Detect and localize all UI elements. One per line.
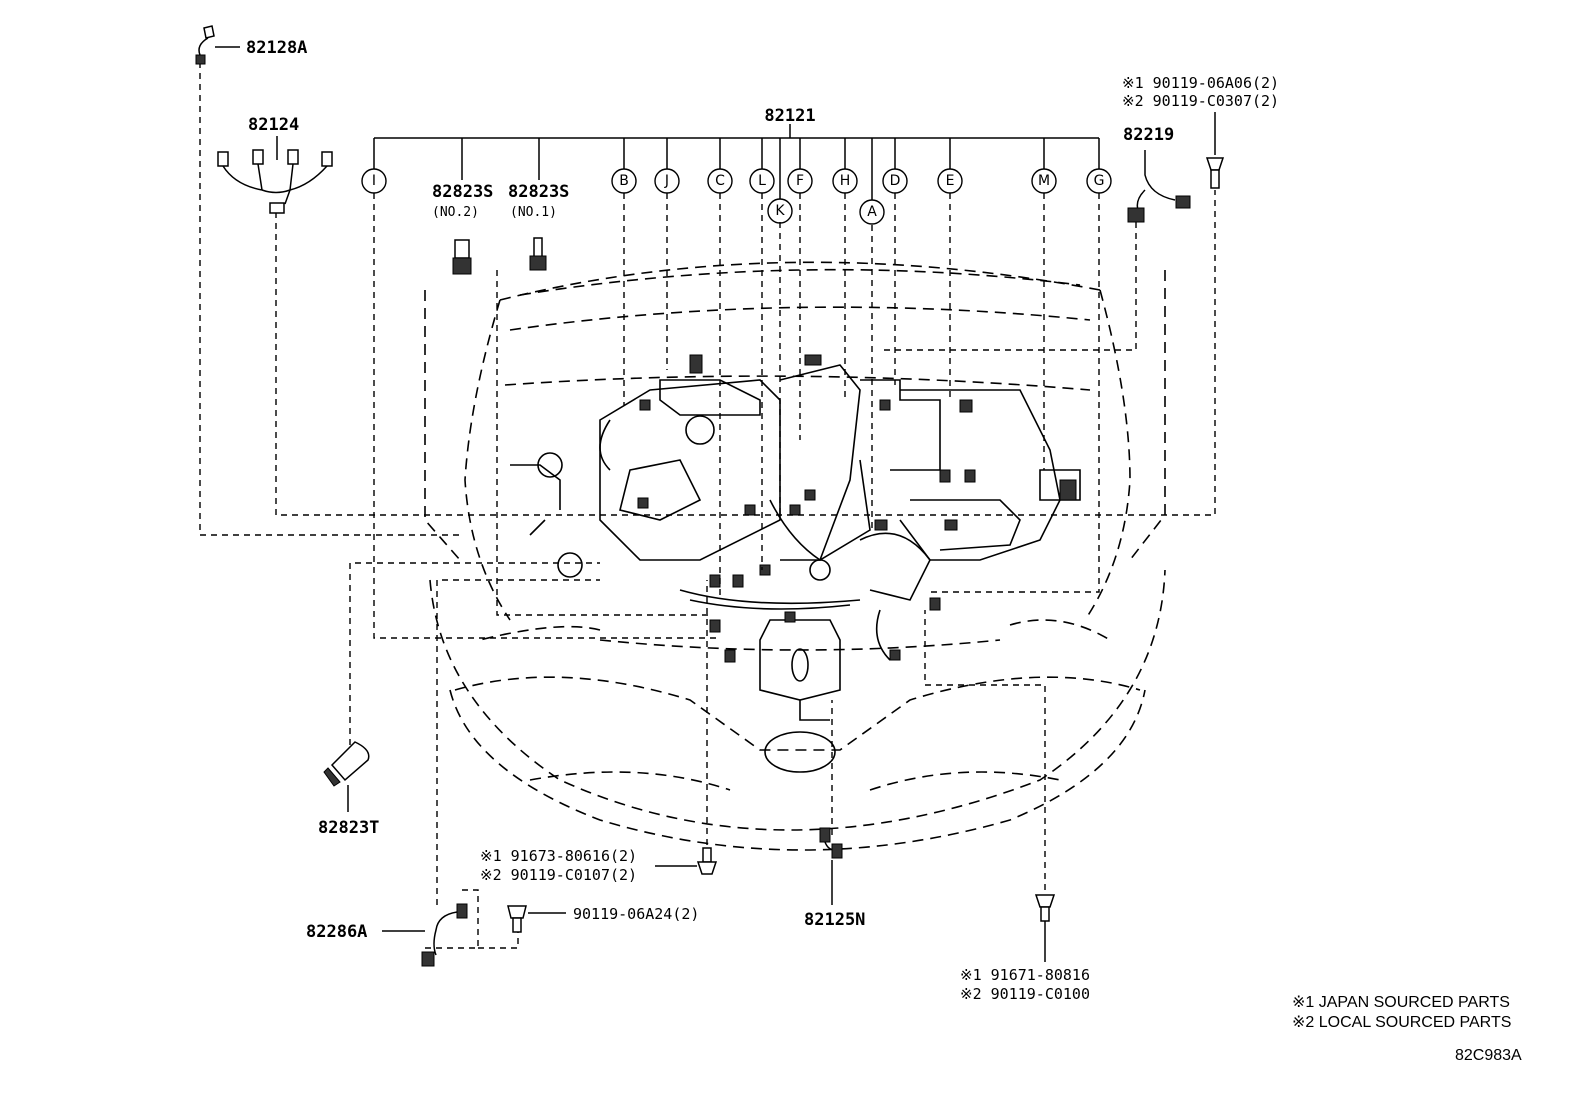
part-label-82124: 82124: [248, 115, 299, 135]
part-label-82125N: 82125N: [804, 910, 865, 930]
part-82286A-icon: [382, 903, 468, 967]
part-label-82823T: 82823T: [318, 818, 379, 838]
bolt-note-top-right-1: ※1 90119-06A06(2): [1122, 74, 1279, 92]
part-note-82823S-no1: (NO.1): [510, 205, 557, 220]
connector-c-label: C: [715, 173, 725, 189]
connector-g-label: G: [1094, 173, 1105, 189]
connector-b-label: B: [619, 173, 629, 189]
part-82219-icon: [1127, 150, 1191, 223]
part-label-82823S-no1: 82823S: [508, 182, 569, 202]
diagram-code: 82C983A: [1455, 1047, 1522, 1064]
bolt-lower-right-icon: [1034, 894, 1056, 962]
connector-l-label: L: [758, 173, 766, 189]
bolt-lower-left-icon: [655, 847, 718, 875]
part-note-82823S-no2: (NO.2): [432, 205, 479, 220]
connector-d-label: D: [890, 173, 901, 189]
bolt-note-lower-right-1: ※1 91671-80816: [960, 966, 1090, 984]
connector-e-label: E: [946, 173, 955, 189]
connector-k-label: K: [775, 203, 785, 219]
part-82128A-icon: [195, 25, 240, 65]
legend-line-2: ※2 LOCAL SOURCED PARTS: [1292, 1014, 1511, 1031]
bolt-single-icon: [507, 905, 566, 933]
part-82125N-icon: [819, 827, 843, 905]
part-label-82823S-no2: 82823S: [432, 182, 493, 202]
bolt-note-top-right-2: ※2 90119-C0307(2): [1122, 92, 1279, 110]
part-label-82286A: 82286A: [306, 922, 367, 942]
legend-line-1: ※1 JAPAN SOURCED PARTS: [1292, 994, 1510, 1011]
bolt-top-right-icon: [1205, 112, 1225, 189]
engine-bay: [510, 354, 1081, 721]
part-label-82121: 82121: [764, 106, 815, 126]
connector-i-label: I: [372, 173, 376, 189]
part-82124-icon: [217, 136, 333, 214]
part-82823T-icon: [323, 741, 370, 812]
bolt-note-lower-left-1: ※1 91673-80616(2): [480, 847, 637, 865]
part-label-82128A: 82128A: [246, 38, 307, 58]
connector-m-label: M: [1038, 173, 1050, 189]
part-82823S-no2-icon: [452, 239, 472, 275]
bolt-note-single: 90119-06A24(2): [573, 905, 699, 923]
connector-j-label: J: [664, 173, 669, 189]
connector-h-label: H: [840, 173, 851, 189]
connector-f-label: F: [796, 173, 804, 189]
connector-a-label: A: [867, 204, 877, 220]
part-label-82219: 82219: [1123, 125, 1174, 145]
bolt-note-lower-right-2: ※2 90119-C0100: [960, 985, 1090, 1003]
connector-a-circle: [859, 199, 885, 225]
leader-lines: [199, 62, 1216, 949]
bolt-note-lower-left-2: ※2 90119-C0107(2): [480, 866, 637, 884]
part-82823S-no1-icon: [529, 237, 547, 271]
